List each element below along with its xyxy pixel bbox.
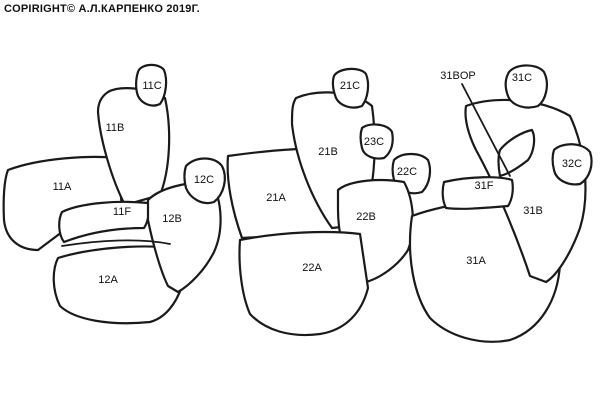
label-22B: 22B: [356, 211, 376, 223]
part-11C-headrest: [135, 63, 168, 107]
label-21B: 21B: [318, 146, 338, 158]
part-31F-armrest: [441, 176, 514, 210]
part-32C-headrest: [551, 143, 593, 186]
label-23C: 23C: [364, 136, 384, 148]
label-31A: 31A: [466, 255, 486, 267]
part-labels: 11C 11B 11A 11F 12C 12B 12A 21C 23C 21B …: [53, 70, 583, 286]
part-23C-headrest: [359, 123, 394, 160]
label-32C: 32C: [562, 158, 582, 170]
label-31B: 31B: [523, 205, 543, 217]
label-22C: 22C: [397, 166, 417, 178]
part-12A-cushion: [52, 245, 184, 325]
label-11C: 11C: [142, 80, 161, 92]
label-12C: 12C: [194, 174, 214, 186]
part-31C-headrest: [504, 64, 548, 109]
front-left-seat: [2, 63, 226, 325]
label-31C: 31C: [512, 72, 532, 84]
label-12A: 12A: [98, 274, 118, 286]
seam-line: [61, 239, 171, 247]
part-12C-headrest: [183, 157, 226, 205]
part-11F-armrest: [58, 200, 150, 244]
label-21C: 21C: [340, 80, 360, 92]
label-31F: 31F: [475, 180, 494, 192]
part-22A-cushion: [238, 230, 370, 337]
label-22A: 22A: [302, 262, 322, 274]
part-31BOP-opening: [497, 128, 536, 178]
label-11B: 11B: [106, 122, 125, 134]
middle-seat: [226, 67, 432, 337]
label-21A: 21A: [266, 192, 286, 204]
copyright-notice: COPIRIGHT© А.Л.КАРПЕНКО 2019Г.: [4, 3, 200, 15]
leader-line-31BOP: [461, 83, 511, 177]
label-12B: 12B: [162, 213, 182, 225]
label-31BOP: 31BOP: [440, 70, 475, 82]
label-11A: 11A: [53, 181, 72, 193]
label-11F: 11F: [113, 206, 131, 218]
rear-seat: [408, 64, 593, 343]
part-21C-headrest: [331, 67, 370, 109]
part-31B-backrest: [464, 98, 587, 284]
